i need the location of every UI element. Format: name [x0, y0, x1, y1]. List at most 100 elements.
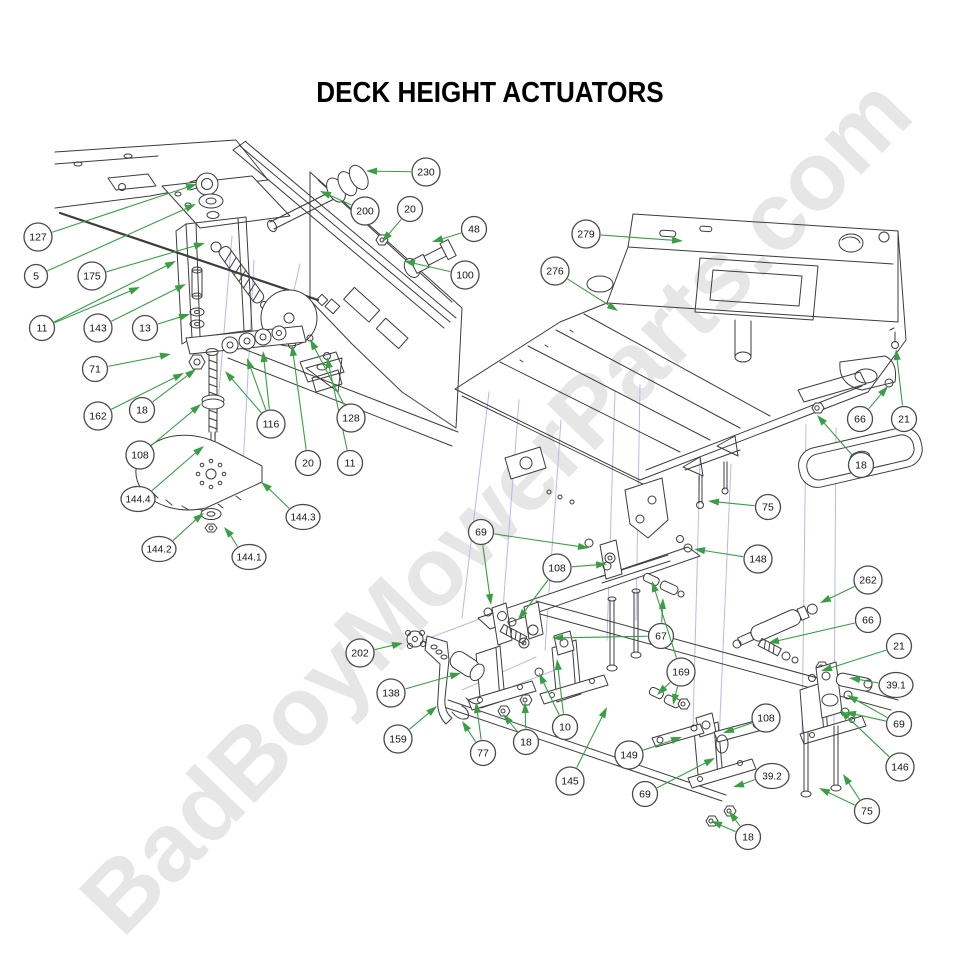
arrowhead	[723, 725, 735, 733]
leader-line	[508, 720, 518, 732]
leader-line	[731, 722, 753, 731]
callout-circle	[571, 219, 601, 249]
callout-circle	[131, 314, 159, 342]
arrowhead	[657, 684, 668, 695]
arrowhead	[819, 788, 831, 796]
callout-276: 276	[540, 256, 618, 311]
callout-66: 66	[846, 386, 888, 433]
arrowhead	[320, 191, 332, 199]
callout-127: 127	[23, 184, 197, 252]
callout-128: 128	[310, 339, 366, 433]
leader-line	[152, 374, 190, 403]
callout-69: 69	[845, 695, 913, 738]
callout-circle	[350, 196, 380, 226]
callout-202: 202	[345, 638, 403, 668]
arrowhead	[247, 358, 255, 370]
arrowhead	[821, 664, 833, 672]
arrowhead	[849, 676, 861, 684]
callout-label: 128	[342, 413, 360, 425]
callout-10: 10	[539, 659, 579, 741]
callout-label: 127	[29, 232, 47, 244]
leader-line	[409, 711, 431, 730]
callout-circle	[614, 740, 644, 770]
leader-line	[151, 451, 198, 491]
arrowhead	[847, 695, 859, 704]
leader-line	[476, 710, 482, 740]
callout-circle	[467, 518, 495, 546]
arrowhead	[670, 737, 682, 744]
arrowhead	[554, 659, 562, 671]
leader-line	[328, 194, 352, 206]
callout-circle	[141, 535, 177, 563]
leader-line	[157, 316, 182, 325]
callout-label: 144.1	[236, 553, 261, 564]
leader-line	[656, 761, 708, 789]
callout-circle	[294, 449, 322, 477]
arrowhead	[552, 634, 564, 642]
leader-line	[229, 533, 238, 547]
arrowhead	[261, 482, 272, 492]
callout-circle	[128, 396, 156, 424]
leader-line	[111, 287, 179, 322]
callout-148: 148	[694, 544, 773, 574]
arrowhead	[893, 349, 901, 361]
linkage-art	[405, 535, 899, 827]
leader-line	[829, 649, 887, 669]
arrowhead	[185, 184, 197, 191]
callout-label: 77	[477, 748, 489, 760]
callout-75: 75	[708, 493, 782, 521]
callout-label: 67	[655, 631, 667, 643]
callout-label: 39.1	[886, 681, 906, 692]
callout-label: 18	[855, 460, 867, 472]
callout-circle	[256, 409, 286, 439]
callout-144.3: 144.3	[261, 482, 321, 531]
callout-149: 149	[614, 737, 682, 770]
leader-line	[822, 421, 853, 456]
callout-label: 146	[891, 762, 909, 774]
arrowhead	[382, 231, 392, 242]
callout-circle	[666, 657, 696, 687]
callout-label: 169	[672, 667, 690, 679]
arrowhead	[820, 595, 832, 603]
callout-145: 145	[555, 707, 607, 796]
callout-label: 148	[749, 554, 767, 566]
callout-circle	[555, 766, 585, 796]
callout-label: 276	[546, 266, 564, 278]
callout-label: 108	[131, 450, 149, 462]
callout-circle	[540, 256, 570, 286]
callout-label: 71	[89, 364, 101, 376]
arrowhead	[164, 261, 176, 270]
callout-label: 230	[417, 167, 435, 179]
callout-circle	[376, 678, 406, 708]
leader-line	[374, 644, 395, 651]
callout-67: 67	[552, 598, 675, 650]
leader-line	[776, 622, 855, 642]
callout-66: 66	[768, 606, 882, 645]
callout-label: 108	[757, 713, 775, 725]
leader-line	[494, 533, 581, 548]
callout-77: 77	[462, 702, 497, 767]
callout-108: 108	[723, 703, 781, 733]
arrowhead	[325, 357, 333, 369]
leader-line	[896, 357, 904, 406]
callout-159: 159	[383, 706, 437, 754]
arrowhead	[224, 527, 234, 538]
callout-circle	[846, 405, 874, 433]
callout-13: 13	[131, 313, 190, 342]
callout-circle	[83, 401, 113, 431]
callout-circle	[81, 355, 109, 383]
leader-line	[387, 218, 402, 236]
callout-label: 66	[862, 615, 874, 627]
leader-line	[230, 377, 262, 414]
callout-label: 262	[859, 575, 877, 587]
callout-label: 75	[762, 502, 774, 514]
callout-label: 18	[742, 832, 754, 844]
callout-label: 138	[382, 688, 400, 700]
arrowhead	[577, 542, 589, 550]
callout-162: 162	[83, 373, 184, 431]
callout-5: 5	[23, 204, 196, 289]
arrowhead	[426, 706, 437, 716]
arrowhead	[817, 415, 827, 426]
callout-label: 159	[389, 734, 407, 746]
